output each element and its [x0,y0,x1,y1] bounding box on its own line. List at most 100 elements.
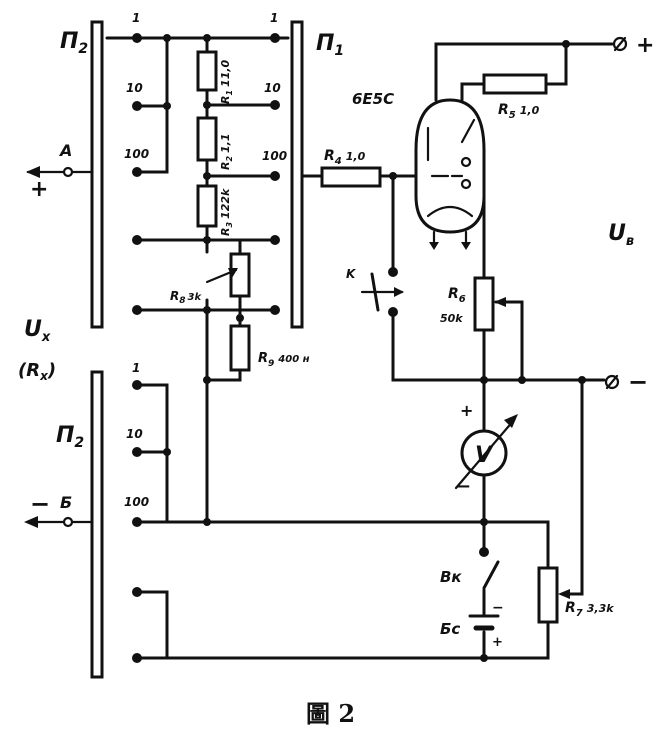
p2-tie-wire [135,36,169,174]
switch-bar-p1[interactable] [290,20,304,329]
p2-bottom-tie-wire [135,383,169,524]
tube-type-label: 6Е5С [352,90,394,108]
r3-label: R3122k [219,188,234,236]
resistor-r9 [229,324,251,372]
contact-p2b-1[interactable] [132,380,142,390]
resistor-r4 [320,166,382,188]
terminal-a-arrow [26,166,40,178]
bottom-return-wire [135,620,550,660]
resistor-r2 [196,116,218,162]
contact-p1-100[interactable] [270,171,280,181]
rx-label: (Rx) [18,360,56,383]
r8-wiper-head [228,268,238,278]
tick-p2-1: 1 [132,11,140,25]
contact-p2-extra-2[interactable] [132,305,142,315]
r5-wire [460,42,568,102]
r6-wiper-wire [494,300,524,382]
common-bus-wire [135,520,550,570]
resistor-r1 [196,50,218,92]
contact-p2-extra-1[interactable] [132,235,142,245]
terminal-b-sign: − [30,490,50,518]
r2-label: R21,1 [219,133,234,170]
switch-label-p2-bottom: П2 [56,423,84,451]
terminal-b[interactable] [62,516,74,528]
junction [132,33,142,43]
switch-label-p2-top: П2 [60,29,88,57]
contact-p2b-10[interactable] [132,447,142,457]
r6-label: R6 [448,286,466,305]
tick-p1-1: 1 [270,11,278,25]
switch-vk-label: Вк [440,568,462,586]
r6-value: 50k [440,312,463,325]
figure-caption: 圖 2 [306,699,355,728]
tube-target-electrode [460,118,476,144]
tick-p2b-100: 100 [124,495,149,509]
resistor-r5 [482,73,548,95]
junction [270,33,280,43]
voltmeter-arrow [454,418,516,490]
terminal-minus-out-slash [605,374,619,390]
battery-minus: − [492,600,504,616]
voltmeter-arrow-head [504,414,518,428]
button-k-label: K [346,267,357,281]
r8-branch-wire [135,238,277,312]
resistor-r3 [196,184,218,228]
switch-vk[interactable] [482,560,500,590]
switch-bar-p2-top[interactable] [90,20,104,329]
voltmeter-symbol: V [475,443,494,468]
junction [518,376,526,384]
minus-out-sign: − [628,368,648,396]
terminal-plus-out-slash [613,36,627,52]
voltmeter-plus: + [460,401,473,420]
tube-cathode [426,205,474,218]
contact-p1-extra-2[interactable] [270,305,280,315]
contact-p1-extra-1[interactable] [270,235,280,245]
button-k-pusher-head [394,287,404,297]
tick-p1-10: 10 [264,81,281,95]
p2-bottom-return-wire [135,590,169,660]
terminal-a[interactable] [62,166,74,178]
anode-supply-wire [434,42,614,102]
terminal-a-label: А [58,141,72,160]
switch-bar-p2-bottom[interactable] [90,370,104,679]
heater-arrow-left [429,242,439,250]
voltmeter-minus: − [456,476,471,497]
junction [163,448,171,456]
button-k-contact-bottom [388,307,398,317]
junction [479,547,489,557]
plus-out-sign: + [636,33,654,58]
r1-label: R111,0 [219,59,234,104]
terminal-a-sign: + [30,177,48,202]
battery-plus: + [492,635,503,650]
contact-p2-100[interactable] [132,167,142,177]
battery-bc-label: Бс [440,620,460,638]
heater-arrow-right [461,242,471,250]
tube-pin [460,178,472,190]
tick-p2-10: 10 [126,81,143,95]
terminal-b-label: Б [60,493,72,512]
contact-p2-10[interactable] [132,101,142,111]
ub-label: Uв [608,221,634,249]
switch-label-p1: П1 [316,31,344,59]
tick-p2b-10: 10 [126,427,143,441]
junction [163,102,171,110]
tube-pin [460,156,472,168]
terminal-b-arrow [24,516,38,528]
r7-wiper-head [558,589,570,599]
r6-wiper-head [494,297,506,307]
tick-p2-100: 100 [124,147,149,161]
tick-p1-100: 100 [262,149,287,163]
contact-p1-10[interactable] [270,100,280,110]
ux-label: Ux [24,317,51,345]
potentiometer-r7 [537,566,559,624]
junction [236,314,244,322]
r7-wiper-wire [560,378,584,596]
tick-p2b-1: 1 [132,361,140,375]
potentiometer-r6 [473,276,495,332]
